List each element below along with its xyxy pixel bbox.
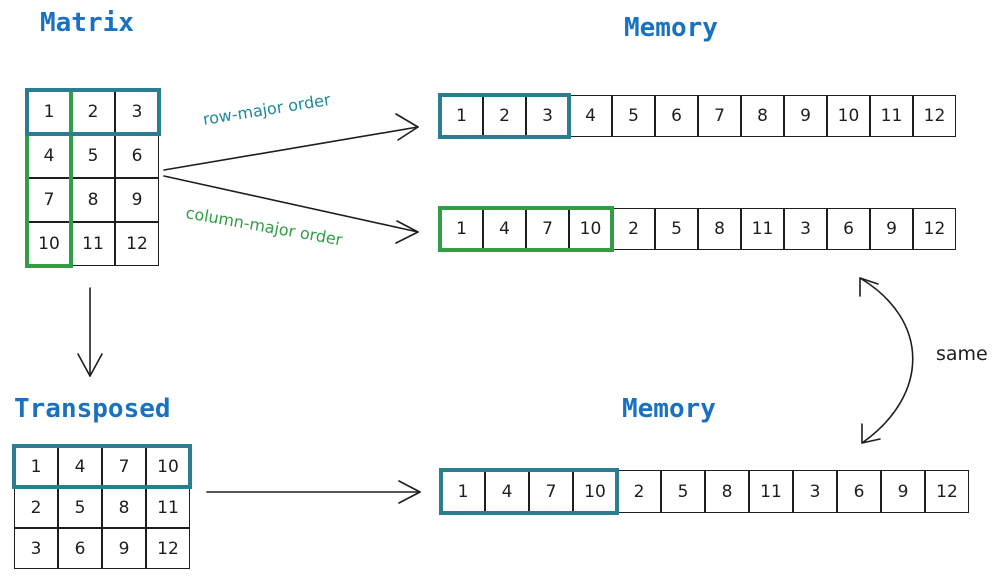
memory-cell: 3 bbox=[793, 470, 837, 513]
memory-cell: 3 bbox=[784, 208, 827, 250]
matrix-cell: 9 bbox=[115, 178, 159, 222]
transpose-down-arrowhead bbox=[77, 353, 103, 377]
memory-cell: 2 bbox=[617, 470, 661, 513]
memory-cell: 8 bbox=[698, 208, 741, 250]
memory-cell: 4 bbox=[569, 95, 612, 137]
matrix-cell: 10 bbox=[27, 222, 71, 266]
memory-cell: 11 bbox=[870, 95, 913, 137]
matrix-cell: 4 bbox=[27, 134, 71, 178]
memory-cell: 2 bbox=[612, 208, 655, 250]
transposed-cell: 7 bbox=[102, 446, 146, 487]
memory-cell: 9 bbox=[870, 208, 913, 250]
transposed-cell: 5 bbox=[58, 487, 102, 528]
memory-cell: 5 bbox=[612, 95, 655, 137]
memory-cell: 12 bbox=[925, 470, 969, 513]
memory-cell: 9 bbox=[881, 470, 925, 513]
memory-bottom-title: Memory bbox=[622, 394, 716, 424]
transposed-cell: 6 bbox=[58, 528, 102, 569]
row-major-arrowhead bbox=[395, 113, 419, 141]
same-curve-arrow bbox=[859, 277, 914, 444]
transposed-cell: 8 bbox=[102, 487, 146, 528]
memory-cell: 12 bbox=[913, 95, 956, 137]
matrix-cell: 3 bbox=[115, 90, 159, 134]
matrix-cell: 1 bbox=[27, 90, 71, 134]
memory-cell: 6 bbox=[827, 208, 870, 250]
memory-cell: 10 bbox=[569, 208, 612, 250]
transposed-cell: 1 bbox=[14, 446, 58, 487]
transposed-cell: 11 bbox=[146, 487, 190, 528]
memory-cell: 1 bbox=[441, 470, 485, 513]
memory-cell: 5 bbox=[655, 208, 698, 250]
memory-cell: 8 bbox=[705, 470, 749, 513]
memory-cell: 11 bbox=[741, 208, 784, 250]
memory-cell: 6 bbox=[655, 95, 698, 137]
transposed-cell: 4 bbox=[58, 446, 102, 487]
memory-cell: 9 bbox=[784, 95, 827, 137]
memory-cell: 6 bbox=[837, 470, 881, 513]
matrix-cell: 11 bbox=[71, 222, 115, 266]
memory-cell: 3 bbox=[526, 95, 569, 137]
matrix-cell: 12 bbox=[115, 222, 159, 266]
memory-cell: 10 bbox=[573, 470, 617, 513]
transposed-cell: 3 bbox=[14, 528, 58, 569]
memory-cell: 7 bbox=[698, 95, 741, 137]
same-label: same bbox=[936, 343, 988, 365]
matrix-cell: 7 bbox=[27, 178, 71, 222]
memory-cell: 4 bbox=[485, 470, 529, 513]
memory-cell: 12 bbox=[913, 208, 956, 250]
transposed-title: Transposed bbox=[14, 394, 171, 424]
memory-cell: 4 bbox=[483, 208, 526, 250]
memory-cell: 5 bbox=[661, 470, 705, 513]
memory-cell: 10 bbox=[827, 95, 870, 137]
memory-cell: 1 bbox=[440, 95, 483, 137]
transposed-cell: 10 bbox=[146, 446, 190, 487]
same-arrowhead-top bbox=[859, 277, 879, 297]
matrix-title: Matrix bbox=[40, 8, 134, 38]
transposed-cell: 2 bbox=[14, 487, 58, 528]
memory-cell: 2 bbox=[483, 95, 526, 137]
column-major-arrow bbox=[163, 175, 419, 233]
matrix-cell: 2 bbox=[71, 90, 115, 134]
transposed-cell: 9 bbox=[102, 528, 146, 569]
row-major-arrow bbox=[163, 126, 419, 171]
transposed-cell: 12 bbox=[146, 528, 190, 569]
matrix-cell: 5 bbox=[71, 134, 115, 178]
matrix-cell: 6 bbox=[115, 134, 159, 178]
column-major-arrowhead bbox=[395, 220, 419, 244]
memory-cell: 7 bbox=[526, 208, 569, 250]
same-arrowhead-bottom bbox=[861, 423, 881, 444]
memory-cell: 7 bbox=[529, 470, 573, 513]
memory-top-title: Memory bbox=[624, 13, 718, 43]
matrix-cell: 8 bbox=[71, 178, 115, 222]
transposed-to-memory-arrowhead bbox=[398, 480, 421, 504]
memory-cell: 1 bbox=[440, 208, 483, 250]
memory-cell: 8 bbox=[741, 95, 784, 137]
memory-cell: 11 bbox=[749, 470, 793, 513]
